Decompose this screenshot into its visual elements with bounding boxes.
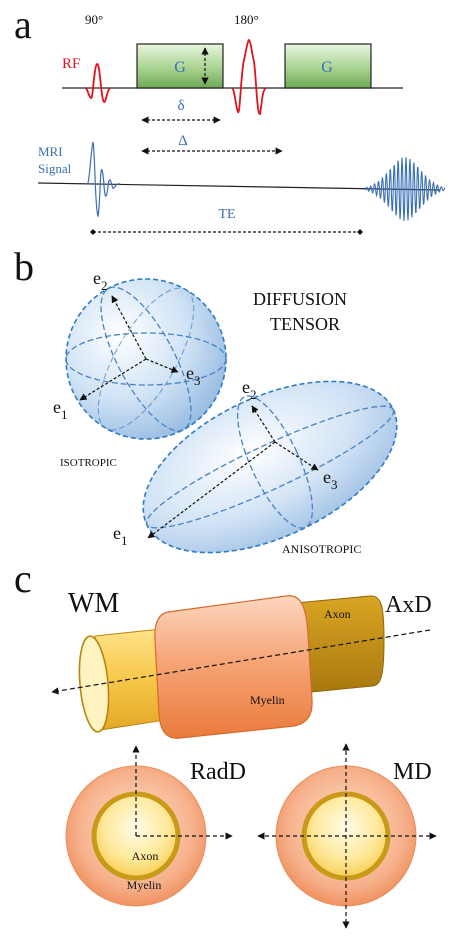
rf-pulse-90 <box>84 63 111 103</box>
cross-myelin-label: Myelin <box>127 878 162 892</box>
fid-signal <box>87 141 121 218</box>
echo-signal <box>364 157 446 221</box>
gradient-box-2 <box>284 43 372 89</box>
anisotropic-ellipsoid <box>142 380 398 554</box>
panel-a-letter: a <box>14 2 32 47</box>
myelin-sheath <box>154 595 313 739</box>
pulse-180-label: 180° <box>234 12 259 27</box>
rf-label: RF <box>62 56 80 72</box>
iso-e3-label: e3 <box>186 363 201 388</box>
gradient-label-2: G <box>321 59 333 76</box>
radd-label: RadD <box>190 759 246 785</box>
signal-label-line1: MRI <box>38 144 63 159</box>
iso-e2-label: e2 <box>93 268 108 293</box>
anisotropic-label: ANISOTROPIC <box>282 542 361 556</box>
delta-big-label: Δ <box>178 133 188 149</box>
radd-cross-section <box>65 745 233 907</box>
gradient-box-1 <box>136 43 224 89</box>
isotropic-sphere <box>65 278 227 440</box>
axon-cut-end <box>78 635 110 733</box>
cross-axon-label: Axon <box>132 849 159 863</box>
isotropic-label: ISOTROPIC <box>60 457 117 469</box>
delta-small-label: δ <box>177 98 184 114</box>
wm-label: WM <box>68 588 119 619</box>
aniso-e3-label: e3 <box>323 467 338 492</box>
tensor-title-line2: TENSOR <box>270 314 340 334</box>
rf-pulse-180 <box>231 38 267 115</box>
tensor-title-line1: DIFFUSION <box>253 289 347 309</box>
panel-a: a 90° 180° RF G G δ Δ MRI Signal TE <box>14 2 446 235</box>
panel-c: c WM AxD Axon Myelin RadD Axon Myelin <box>14 556 437 929</box>
panel-c-letter: c <box>14 556 32 601</box>
md-label: MD <box>393 759 432 785</box>
myelin-label-cylinder: Myelin <box>250 693 285 707</box>
md-cross-section <box>257 743 437 929</box>
gradient-label-1: G <box>174 59 186 76</box>
iso-e1-label: e1 <box>53 397 68 422</box>
panel-b: b DIFFUSION TENSOR e2 e1 e3 ISOTROPIC e2… <box>14 244 398 556</box>
panel-b-letter: b <box>14 244 34 289</box>
te-label: TE <box>218 207 235 222</box>
aniso-e2-label: e2 <box>242 377 257 402</box>
signal-label-line2: Signal <box>38 161 72 176</box>
signal-baseline <box>37 182 441 191</box>
pulse-90-label: 90° <box>85 12 103 27</box>
axon-label-cylinder: Axon <box>324 607 351 621</box>
aniso-e1-label: e1 <box>113 523 128 548</box>
axd-label: AxD <box>385 592 432 618</box>
